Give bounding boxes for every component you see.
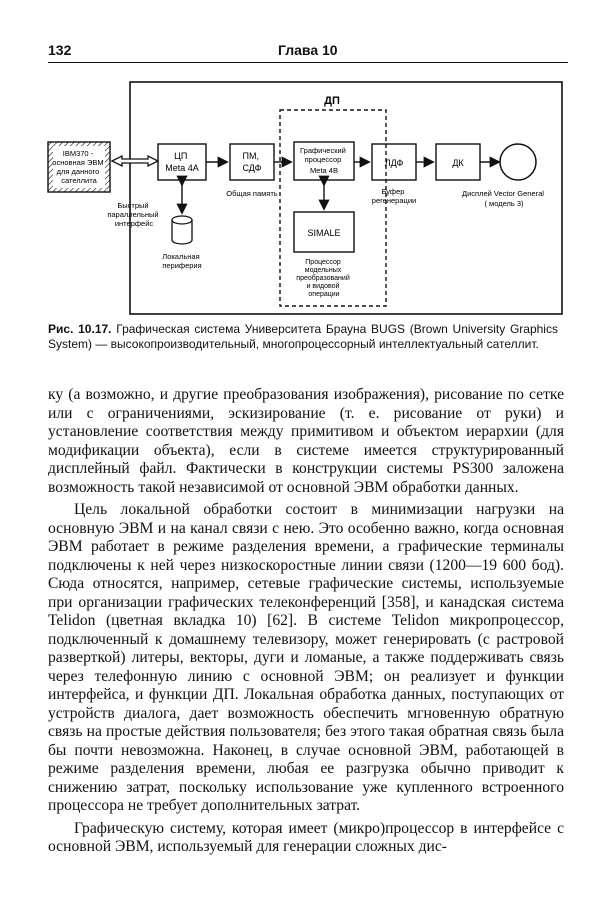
simale-label: SIMALE (307, 228, 340, 238)
periphery-cylinder (171, 215, 193, 245)
paragraph-1: ку (а возможно, и другие преобразования … (48, 386, 564, 496)
figure-caption: Рис. 10.17. Графическая система Универси… (48, 322, 558, 352)
figure-caption-text: Графическая система Университета Брауна … (48, 322, 558, 351)
ldf-caption: Буфер регенерации (372, 187, 416, 205)
header-rule (48, 62, 568, 63)
display-circle (499, 143, 537, 181)
periphery-caption: Локальная периферия (162, 252, 201, 270)
bugs-block-diagram: ДП IBM370 - основная ЭВМ для данного сат… (47, 81, 563, 315)
paragraph-2: Цель локальной обработки состоит в миним… (48, 501, 564, 814)
pm-label: ПМ, СДФ (242, 151, 261, 173)
parallel-interface-arrow (110, 154, 160, 168)
graphics-processor-label: Графический процессор Meta 4B (300, 146, 348, 175)
body-text: ку (а возможно, и другие преобразования … (48, 386, 564, 857)
cpu-box (157, 143, 207, 181)
cpu-label: ЦП Meta 4A (165, 151, 199, 173)
simale-caption: Процессор модельных преобразований и вид… (296, 259, 351, 298)
chapter-title: Глава 10 (278, 42, 338, 58)
ldf-label: ЛДФ (385, 158, 404, 168)
page-number: 132 (48, 42, 72, 58)
dp-region (279, 109, 387, 307)
simale-box (293, 211, 355, 253)
pm-box (229, 143, 275, 181)
host-label-bg (53, 146, 105, 188)
system-frame (129, 81, 563, 315)
paragraph-3: Графическую систему, которая имеет (микр… (48, 819, 564, 856)
host-caption: Быстрый параллельный интерфейс (107, 201, 160, 228)
display-caption: Дисплей Vector General ( модель 3) (462, 189, 546, 208)
host-label: IBM370 - основная ЭВМ для данного сателл… (52, 149, 105, 185)
pm-caption: Общая память (226, 189, 278, 198)
dk-label: ДК (452, 158, 464, 168)
dp-label: ДП (324, 95, 340, 107)
figure-diagram: ДП IBM370 - основная ЭВМ для данного сат… (42, 72, 568, 332)
page-header: 132 Глава 10 (48, 42, 568, 60)
figure-caption-label: Рис. 10.17. (48, 322, 112, 336)
